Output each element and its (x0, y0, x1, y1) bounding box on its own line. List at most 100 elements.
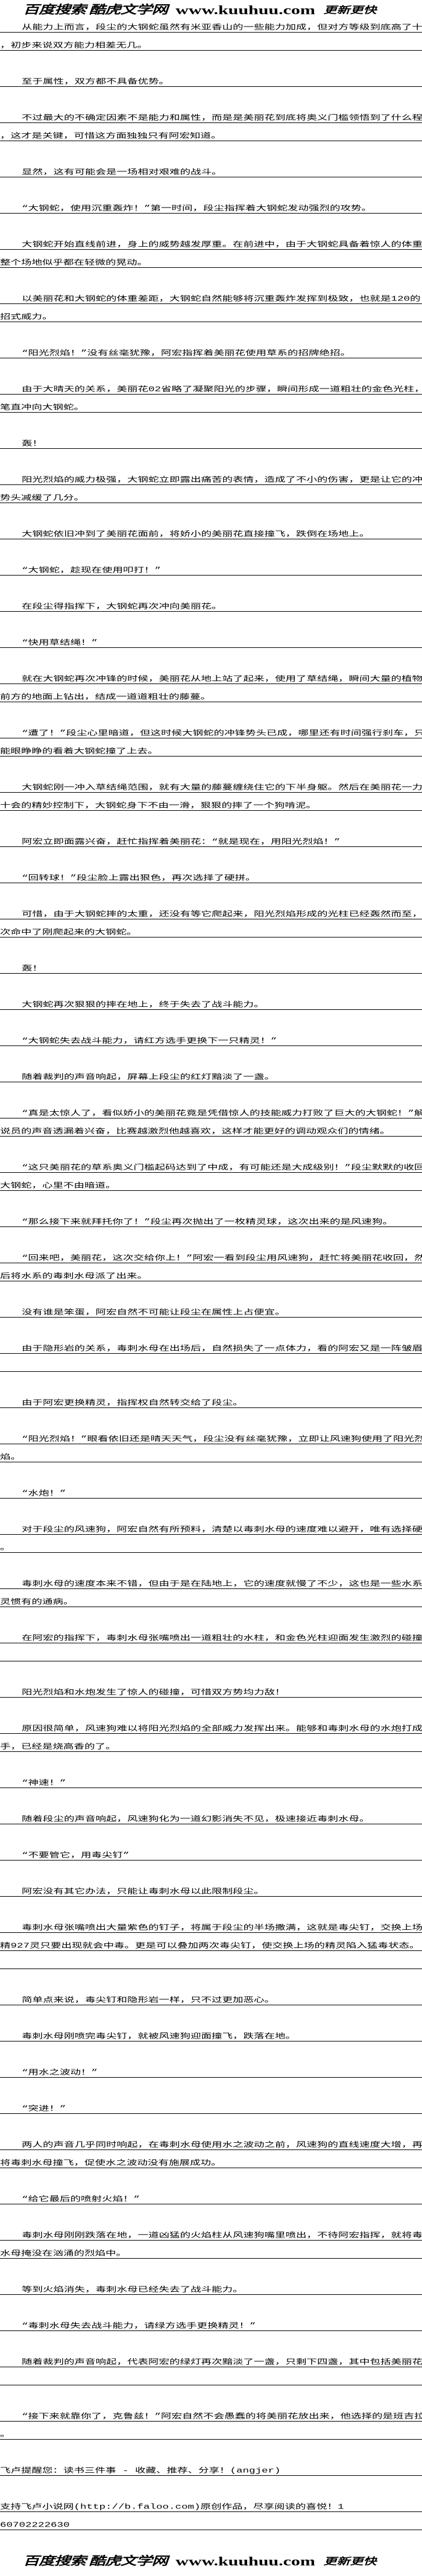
text-line: 十会的精妙控制下，大钢蛇身下不由一滑，狠狠的摔了一个狗啃泥。 (0, 793, 422, 811)
text-line-text: “突进！” (22, 2105, 66, 2113)
text-line: 手，已经是烧高香的了。 (0, 1734, 422, 1752)
paragraph-spacer (0, 1227, 422, 1245)
text-line: “回来吧，美丽花，这次交给你上！”阿宏一看到段尘用风速狗，赶忙将美丽花收回，然 (0, 1245, 422, 1263)
paragraph-spacer (0, 1788, 422, 1806)
paragraph-spacer (0, 1318, 422, 1336)
text-line: 。 (0, 1535, 422, 1553)
footer-code: 60702222630 (0, 2512, 422, 2530)
text-line-text: 后将水系的毒刺水母派了出来。 (0, 1272, 148, 1281)
text-line-text: 大钢蛇刚一冲入草结绳范围，就有大量的藤蔓缠绕住它的下半身躯。然后在美丽花一力降 (22, 784, 422, 792)
paragraph-spacer (0, 1408, 422, 1426)
paragraph-spacer (0, 1553, 422, 1571)
text-line: 毒刺水母刚刚跌落在地，一道凶猛的火焰柱从风速狗嘴里喷出，不待阿宏指挥，就将毒刺 (0, 2222, 422, 2241)
paragraph-spacer (0, 1969, 422, 1987)
banner-slogan: 更新更快 (323, 2555, 377, 2568)
paragraph-spacer (0, 1372, 422, 1390)
paragraph-spacer (0, 2259, 422, 2277)
paragraph-spacer (0, 2114, 422, 2132)
text-line-text: 阳光烈焰和水炮发生了惊人的碰撞，可惜双方势均力敌！ (22, 1689, 286, 1697)
site-banner-top: 百度搜索 酷虎文学网 www.kuuhuu.com 更新更快 (23, 1, 377, 19)
text-line-text: 没有谁是笨蛋，阿宏自然不可能让段尘在属性上占便宜。 (22, 1309, 286, 1317)
paragraph-spacer (0, 1137, 422, 1155)
paragraph-spacer (0, 974, 422, 992)
text-line: 。 (0, 2422, 422, 2440)
text-line: ，这才是关键，可惜这方面独独只有阿宏知道。 (0, 123, 422, 141)
text-line-text: 至于属性，双方都不具备优势。 (22, 78, 169, 86)
paragraph-spacer (0, 2005, 422, 2023)
paragraph-spacer (0, 1082, 422, 1100)
text-line: 说员的声音透漏着兴奋，比赛越激烈他越喜欢，这样才能更好的调动观众们的情绪。 (0, 1118, 422, 1137)
text-line-text: 手，已经是烧高香的了。 (0, 1743, 116, 1751)
footer-support-text: 支持飞卢小说网(http://b.faloo.com)原创作品，尽享阅读的喜悦！… (0, 2503, 344, 2511)
text-line: 轰！ (0, 431, 422, 449)
text-line: 轰！ (0, 956, 422, 974)
text-line: “给它最后的喷射火焰！” (0, 2186, 422, 2204)
text-line-text: 随着裁判的声音响起，屏幕上段尘的红灯黯淡了一盏。 (22, 1073, 275, 1082)
text-line-text: 十会的精妙控制下，大钢蛇身下不由一滑，狠狠的摔了一个狗啃泥。 (0, 802, 316, 810)
text-line: “大钢蛇失去战斗能力，请红方选手更换下一只精灵！” (0, 1028, 422, 1046)
paragraph-spacer (0, 322, 422, 340)
text-line: 整个场地似乎都在轻微的晃动。 (0, 250, 422, 268)
banner-url: www.kuuhuu.com (175, 2, 315, 17)
text-line: 大钢蛇刚一冲入草结绳范围，就有大量的藤蔓缠绕住它的下半身躯。然后在美丽花一力降 (0, 775, 422, 793)
text-line: “不要管它，用毒尖钉” (0, 1842, 422, 1861)
text-line-text: 在阿宏的指挥下，毒刺水母张嘴喷出一道粗壮的水柱，和金色光柱迎面发生激烈的碰撞。 (22, 1634, 422, 1643)
text-line-text: “接下来就靠你了，克鲁兹！”阿宏自然不会愚蠢的将美丽花放出来，他选择的是班吉拉 (22, 2413, 422, 2421)
text-line-text: “回转球！”段尘脸上露出狠色，再次选择了硬拼。 (22, 874, 256, 883)
text-line: “水炮！” (0, 1480, 422, 1499)
text-line: 大钢蛇开始直线前进，身上的威势越发厚重。在前进中，由于大钢蛇具备着惊人的体重， (0, 232, 422, 250)
text-line-text: 等到火焰消失，毒刺水母已经失去了战斗能力。 (22, 2286, 244, 2294)
text-line: “回转球！”段尘脸上露出狠色，再次选择了硬拼。 (0, 865, 422, 883)
text-line-text: 。 (0, 1544, 11, 1552)
paragraph-spacer (0, 847, 422, 865)
text-line: “遭了！”段尘心里暗道，但这时候大钢蛇的冲锋势头已成，哪里还有时间强行刹车，只 (0, 720, 422, 738)
text-line: “快用草结绳！” (0, 630, 422, 648)
text-line: 笔直冲向大钢蛇。 (0, 395, 422, 413)
text-line (0, 2367, 422, 2385)
text-line: 等到火焰消失，毒刺水母已经失去了战斗能力。 (0, 2277, 422, 2295)
text-line: 次命中了刚爬起来的大钢蛇。 (0, 919, 422, 937)
text-line (0, 1354, 422, 1372)
paragraph-spacer (0, 2476, 422, 2494)
text-line-text: 前方的地面上钻出，结成一道道粗壮的藤蔓。 (0, 693, 211, 702)
text-line: 随着裁判的声音响起，代表阿宏的绿灯再次黯淡了一盏，只剩下四盏，其中包括美丽花。 (0, 2349, 422, 2367)
text-line-text: 轰！ (22, 440, 43, 448)
text-line: 随着裁判的声音响起，屏幕上段尘的红灯黯淡了一盏。 (0, 1064, 422, 1082)
paragraph-spacer (0, 811, 422, 829)
text-line-text: 可惜，由于大钢蛇摔的太重，还没有等它爬起来，阳光烈焰形成的光柱已经轰然而至，再 (22, 910, 422, 919)
text-line-text: “用水之波动！” (22, 2069, 98, 2077)
text-line-text: 由于大晴天的关系，美丽花02省略了凝聚阳光的步骤，瞬间形成一道粗壮的金色光柱， (22, 385, 422, 394)
paragraph-spacer (0, 1010, 422, 1028)
text-line: 毒刺水母刚喷完毒尖钉，就被风速狗迎面撞飞，跌落在地。 (0, 2023, 422, 2041)
paragraph-spacer (0, 87, 422, 105)
text-line-text: 在段尘得指挥下，大钢蛇再次冲向美丽花。 (22, 603, 222, 611)
text-line: 原因很简单，风速狗难以将阳光烈焰的全部威力发挥出来。能够和毒刺水母的水炮打成平 (0, 1716, 422, 1734)
paragraph-spacer (0, 1281, 422, 1299)
paragraph-spacer (0, 1752, 422, 1770)
text-line: 由于大晴天的关系，美丽花02省略了凝聚阳光的步骤，瞬间形成一道粗壮的金色光柱， (0, 376, 422, 395)
text-line-text: “这只美丽花的草系奥义门槛起码达到了中成，有可能还是大成级别！”段尘默默的收回 (22, 1164, 422, 1172)
text-line-text: “大钢蛇，使用沉重轰炸！”第一时间，段尘指挥着大钢蛇发动强烈的攻势。 (22, 205, 373, 213)
paragraph-spacer (0, 449, 422, 467)
text-line: 阳光烈焰和水炮发生了惊人的碰撞，可惜双方势均力敌！ (0, 1680, 422, 1698)
text-line: 在阿宏的指挥下，毒刺水母张嘴喷出一道粗壮的水柱，和金色光柱迎面发生激烈的碰撞。 (0, 1625, 422, 1643)
paragraph-spacer (0, 1861, 422, 1879)
footer-code-text: 60702222630 (0, 2521, 70, 2530)
text-line: “毒刺水母失去战斗能力，请绿方选手更换精灵！” (0, 2313, 422, 2331)
footer-support: 支持飞卢小说网(http://b.faloo.com)原创作品，尽享阅读的喜悦！… (0, 2494, 422, 2512)
text-line: “用水之波动！” (0, 2060, 422, 2078)
text-line: 就在大钢蛇再次冲锋的时候，美丽花从地上站了起来，使用了草结绳，瞬间大量的植物从 (0, 666, 422, 684)
text-line: “神速！” (0, 1770, 422, 1788)
text-line-text: 大钢蛇开始直线前进，身上的威势越发厚重。在前进中，由于大钢蛇具备着惊人的体重， (22, 241, 422, 249)
text-line-text: 大钢蛇再次狠狠的摔在地上，终于失去了战斗能力。 (22, 1001, 265, 1009)
paragraph-spacer (0, 1897, 422, 1915)
text-line-text: 随着裁判的声音响起，代表阿宏的绿灯再次黯淡了一盏，只剩下四盏，其中包括美丽花。 (22, 2358, 422, 2367)
text-line-text: 由于隐形岩的关系，毒刺水母在出场后，自然损失了一点体力，看的阿宏又是一阵皱眉。 (22, 1345, 422, 1353)
text-line: “突进！” (0, 2096, 422, 2114)
text-line-text: 阳光烈焰的威力极强，大钢蛇立即露出痛苦的表情，造成了不小的伤害，更是让它的冲锋 (22, 476, 422, 484)
text-line: 至于属性，双方都不具备优势。 (0, 69, 422, 87)
paragraph-spacer (0, 1046, 422, 1064)
text-line: 前方的地面上钻出，结成一道道粗壮的藤蔓。 (0, 684, 422, 702)
text-line-text: 大钢蛇，心里不由暗道。 (0, 1182, 116, 1190)
paragraph-spacer (0, 503, 422, 521)
